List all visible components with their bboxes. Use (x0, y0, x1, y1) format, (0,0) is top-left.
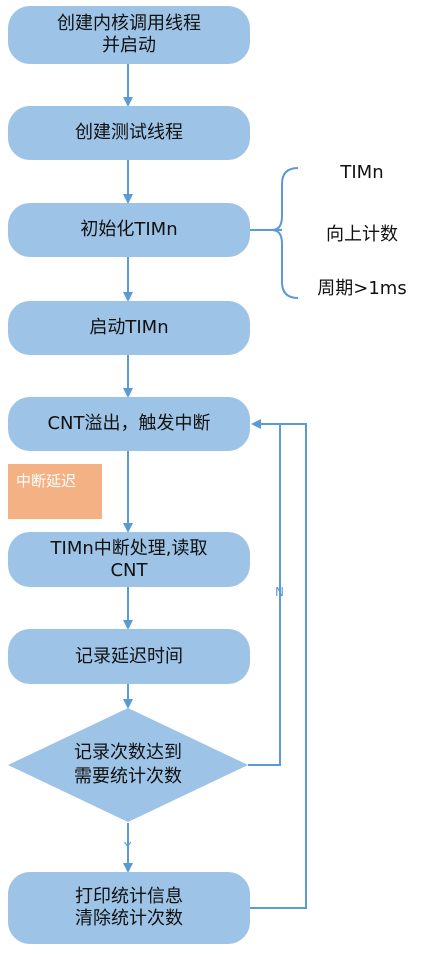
cnt-overflow-label: CNT溢出，触发中断 (47, 413, 211, 434)
record-latency-label: 记录延迟时间 (75, 645, 183, 667)
create-kernel-thread-line1: 创建内核调用线程 (57, 13, 201, 34)
cnt-overflow-step: CNT溢出，触发中断 (8, 397, 250, 451)
no-edge-label: N (275, 585, 284, 599)
init-timer-label: 初始化TIMn (80, 219, 178, 240)
arrow-print-loop (250, 423, 307, 909)
interrupt-handler-line2: CNT (110, 559, 148, 581)
check-count-line1: 记录次数达到 (74, 742, 182, 763)
count-direction-annotation: 向上计数 (326, 224, 398, 245)
create-kernel-thread-line2: 并启动 (102, 35, 156, 56)
print-clear-step: 打印统计信息 清除统计次数 (8, 872, 250, 944)
record-latency-step: 记录延迟时间 (8, 629, 250, 684)
interrupt-latency-label: 中断延迟 (16, 472, 77, 490)
start-timer-label: 启动TIMn (89, 317, 169, 338)
period-annotation: 周期>1ms (317, 278, 407, 299)
check-count-decision: 记录次数达到 需要统计次数 (38, 741, 218, 789)
curly-brace (271, 167, 299, 299)
interrupt-handler-step: TIMn中断处理,读取 CNT (8, 532, 250, 587)
arrow-decision-no-loop (248, 419, 281, 766)
decision-diamond (8, 708, 248, 822)
yes-edge-label: Y (124, 840, 132, 854)
print-clear-line2: 清除统计次数 (75, 908, 183, 929)
create-test-thread-step: 创建测试线程 (8, 106, 250, 160)
init-timer-step: 初始化TIMn (8, 203, 250, 257)
create-test-thread-label: 创建测试线程 (75, 122, 183, 143)
print-clear-line1: 打印统计信息 (75, 886, 183, 907)
interrupt-latency-box: 中断延迟 (8, 464, 102, 519)
start-timer-step: 启动TIMn (8, 301, 250, 355)
timer-name-annotation: TIMn (340, 162, 384, 183)
interrupt-handler-line1: TIMn中断处理,读取 (50, 537, 208, 559)
check-count-line2: 需要统计次数 (74, 766, 182, 787)
create-kernel-thread-step: 创建内核调用线程 并启动 (8, 6, 250, 64)
